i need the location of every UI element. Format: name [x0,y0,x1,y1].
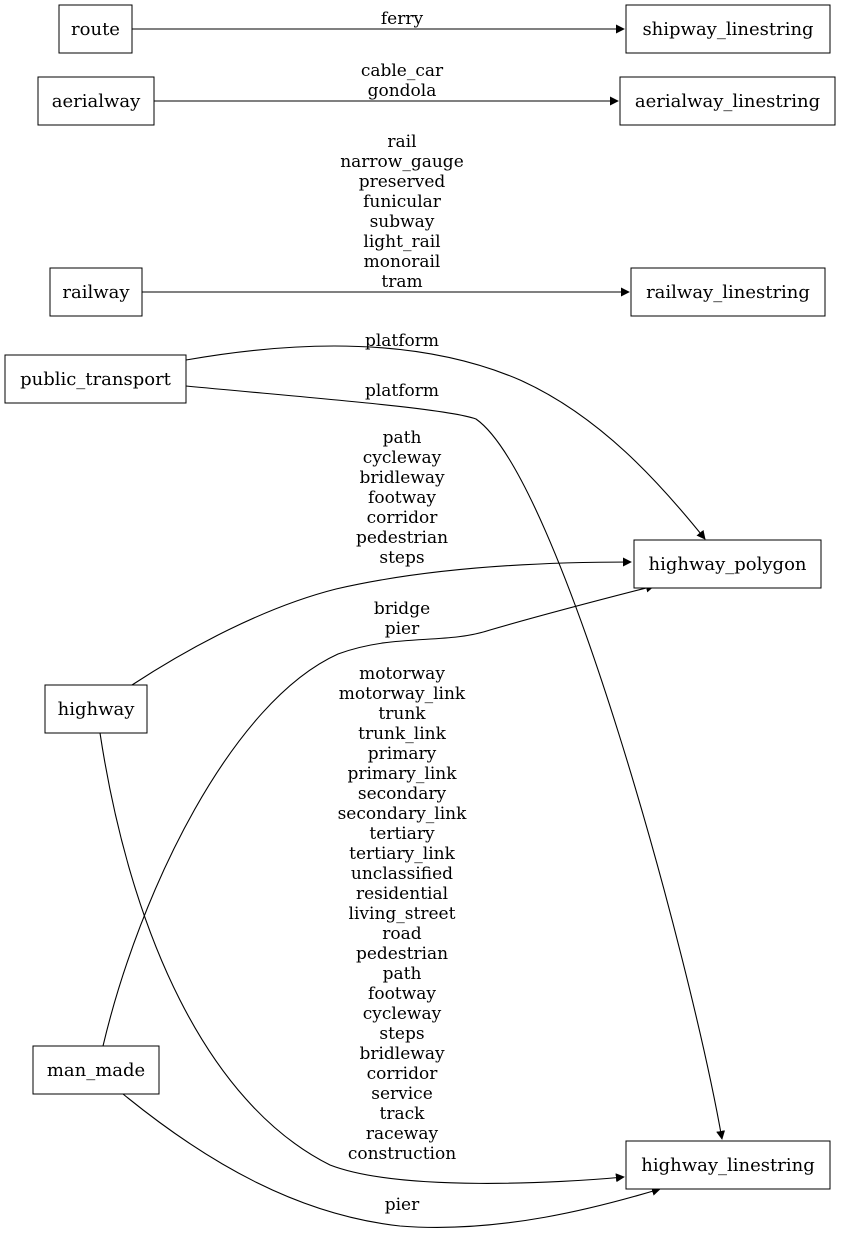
node-public-transport: public_transport [4,354,187,404]
edge-label-line: primary_link [347,764,457,784]
edge-label-line: service [371,1084,433,1104]
edge-label-line: pier [385,1195,420,1215]
node-highway-polygon: highway_polygon [633,539,822,589]
edge-label-line: trunk [378,704,426,724]
node-label: railway_linestring [646,282,810,303]
edge-label-line: primary [368,744,437,764]
edge-label-line: corridor [367,1064,439,1084]
node-man-made: man_made [32,1045,160,1095]
node-box [625,1140,831,1190]
edge-label-line: platform [365,381,439,401]
node-shipway-linestring: shipway_linestring [625,4,831,54]
edge-label-line: tertiary [369,824,435,844]
node-railway: railway [49,267,143,317]
node-label: public_transport [20,369,172,390]
edge-label-line: living_street [349,904,456,924]
label-public-transport-to-highway-polygon: platform [365,331,439,351]
node-label: aerialway_linestring [635,91,820,112]
node-label: railway [62,282,130,303]
label-man-made-to-highway-linestring: pier [385,1195,420,1215]
label-public-transport-to-highway-linestring: platform [365,381,439,401]
edge-label-line: pedestrian [356,944,448,964]
edge-label-line: tram [381,272,422,292]
edge-label-line: trunk_link [358,724,446,744]
node-box [58,4,133,54]
node-label: highway [58,699,136,720]
edge-label-line: pedestrian [356,528,448,548]
edge-public-transport-to-highway-linestring [185,385,726,1140]
edge-label-line: steps [379,548,424,568]
node-aerialway: aerialway [37,76,155,126]
edge-label-line: cycleway [363,448,442,468]
edge-label-line: pier [385,619,420,639]
edge-label-line: secondary [358,784,447,804]
edge-label-line: motorway [359,664,445,684]
node-box [32,1045,160,1095]
edge-label-line: light_rail [363,232,440,252]
label-aerialway-to-aerialway-linestring: cable_car gondola [361,61,444,101]
edge-man-made-to-highway-polygon [102,583,655,1047]
edge-label-line: funicular [363,192,442,212]
node-route: route [58,4,133,54]
edge-label-line: unclassified [351,864,453,884]
edge-label-line: cycleway [363,1004,442,1024]
node-highway: highway [44,684,148,734]
edge-label-line: preserved [359,172,446,192]
edge-label-line: corridor [367,508,439,528]
node-box [37,76,155,126]
node-label: aerialway [52,91,141,112]
edge-label-line: rail [387,132,416,152]
node-railway-linestring: railway_linestring [630,267,826,317]
label-route-to-shipway: ferry [381,9,424,29]
edge-label-line: gondola [368,81,437,101]
node-label: highway_polygon [648,554,806,575]
edge-label-line: raceway [366,1124,439,1144]
edge-highway-to-highway-polygon [131,557,632,686]
node-label: route [71,19,120,40]
edge-label-line: motorway_link [339,684,466,704]
edge-label-line: path [383,964,422,984]
edge-label-line: ferry [381,9,424,29]
label-highway-to-highway-linestring: motorway motorway_link trunk trunk_link … [338,664,468,1164]
node-box [49,267,143,317]
node-box [630,267,826,317]
edge-label-line: construction [348,1144,456,1164]
edge-public-transport-to-highway-polygon [185,345,706,540]
edge-label-line: path [383,428,422,448]
node-highway-linestring: highway_linestring [625,1140,831,1190]
edge-label-line: cable_car [361,61,444,81]
edge-label-line: tertiary_link [349,844,455,864]
node-aerialway-linestring: aerialway_linestring [619,76,836,126]
node-box [619,76,836,126]
edge-label-line: platform [365,331,439,351]
edge-label-line: track [380,1104,426,1124]
edge-label-line: bridleway [359,1044,445,1064]
label-highway-to-highway-polygon: path cycleway bridleway footway corridor… [356,428,448,568]
edge-label-line: footway [368,984,436,1004]
node-box [44,684,148,734]
node-box [625,4,831,54]
edge-label-line: monorail [364,252,441,272]
edge-highway-to-highway-linestring [99,732,625,1184]
edge-label-line: residential [356,884,448,904]
label-man-made-to-highway-polygon: bridge pier [374,599,430,639]
node-label: shipway_linestring [642,19,813,40]
edge-label-line: steps [379,1024,424,1044]
edge-label-line: subway [370,212,435,232]
label-railway-to-railway-linestring: rail narrow_gauge preserved funicular su… [340,132,464,292]
node-label: highway_linestring [641,1155,814,1176]
edge-label-line: narrow_gauge [340,152,464,172]
edge-label-line: bridleway [359,468,445,488]
node-box [633,539,822,589]
edge-label-line: footway [368,488,436,508]
edge-label-line: road [382,924,421,944]
node-label: man_made [47,1060,145,1081]
edge-label-line: secondary_link [338,804,468,824]
edge-man-made-to-highway-linestring [122,1093,661,1228]
node-box [4,354,187,404]
edge-label-line: bridge [374,599,430,619]
